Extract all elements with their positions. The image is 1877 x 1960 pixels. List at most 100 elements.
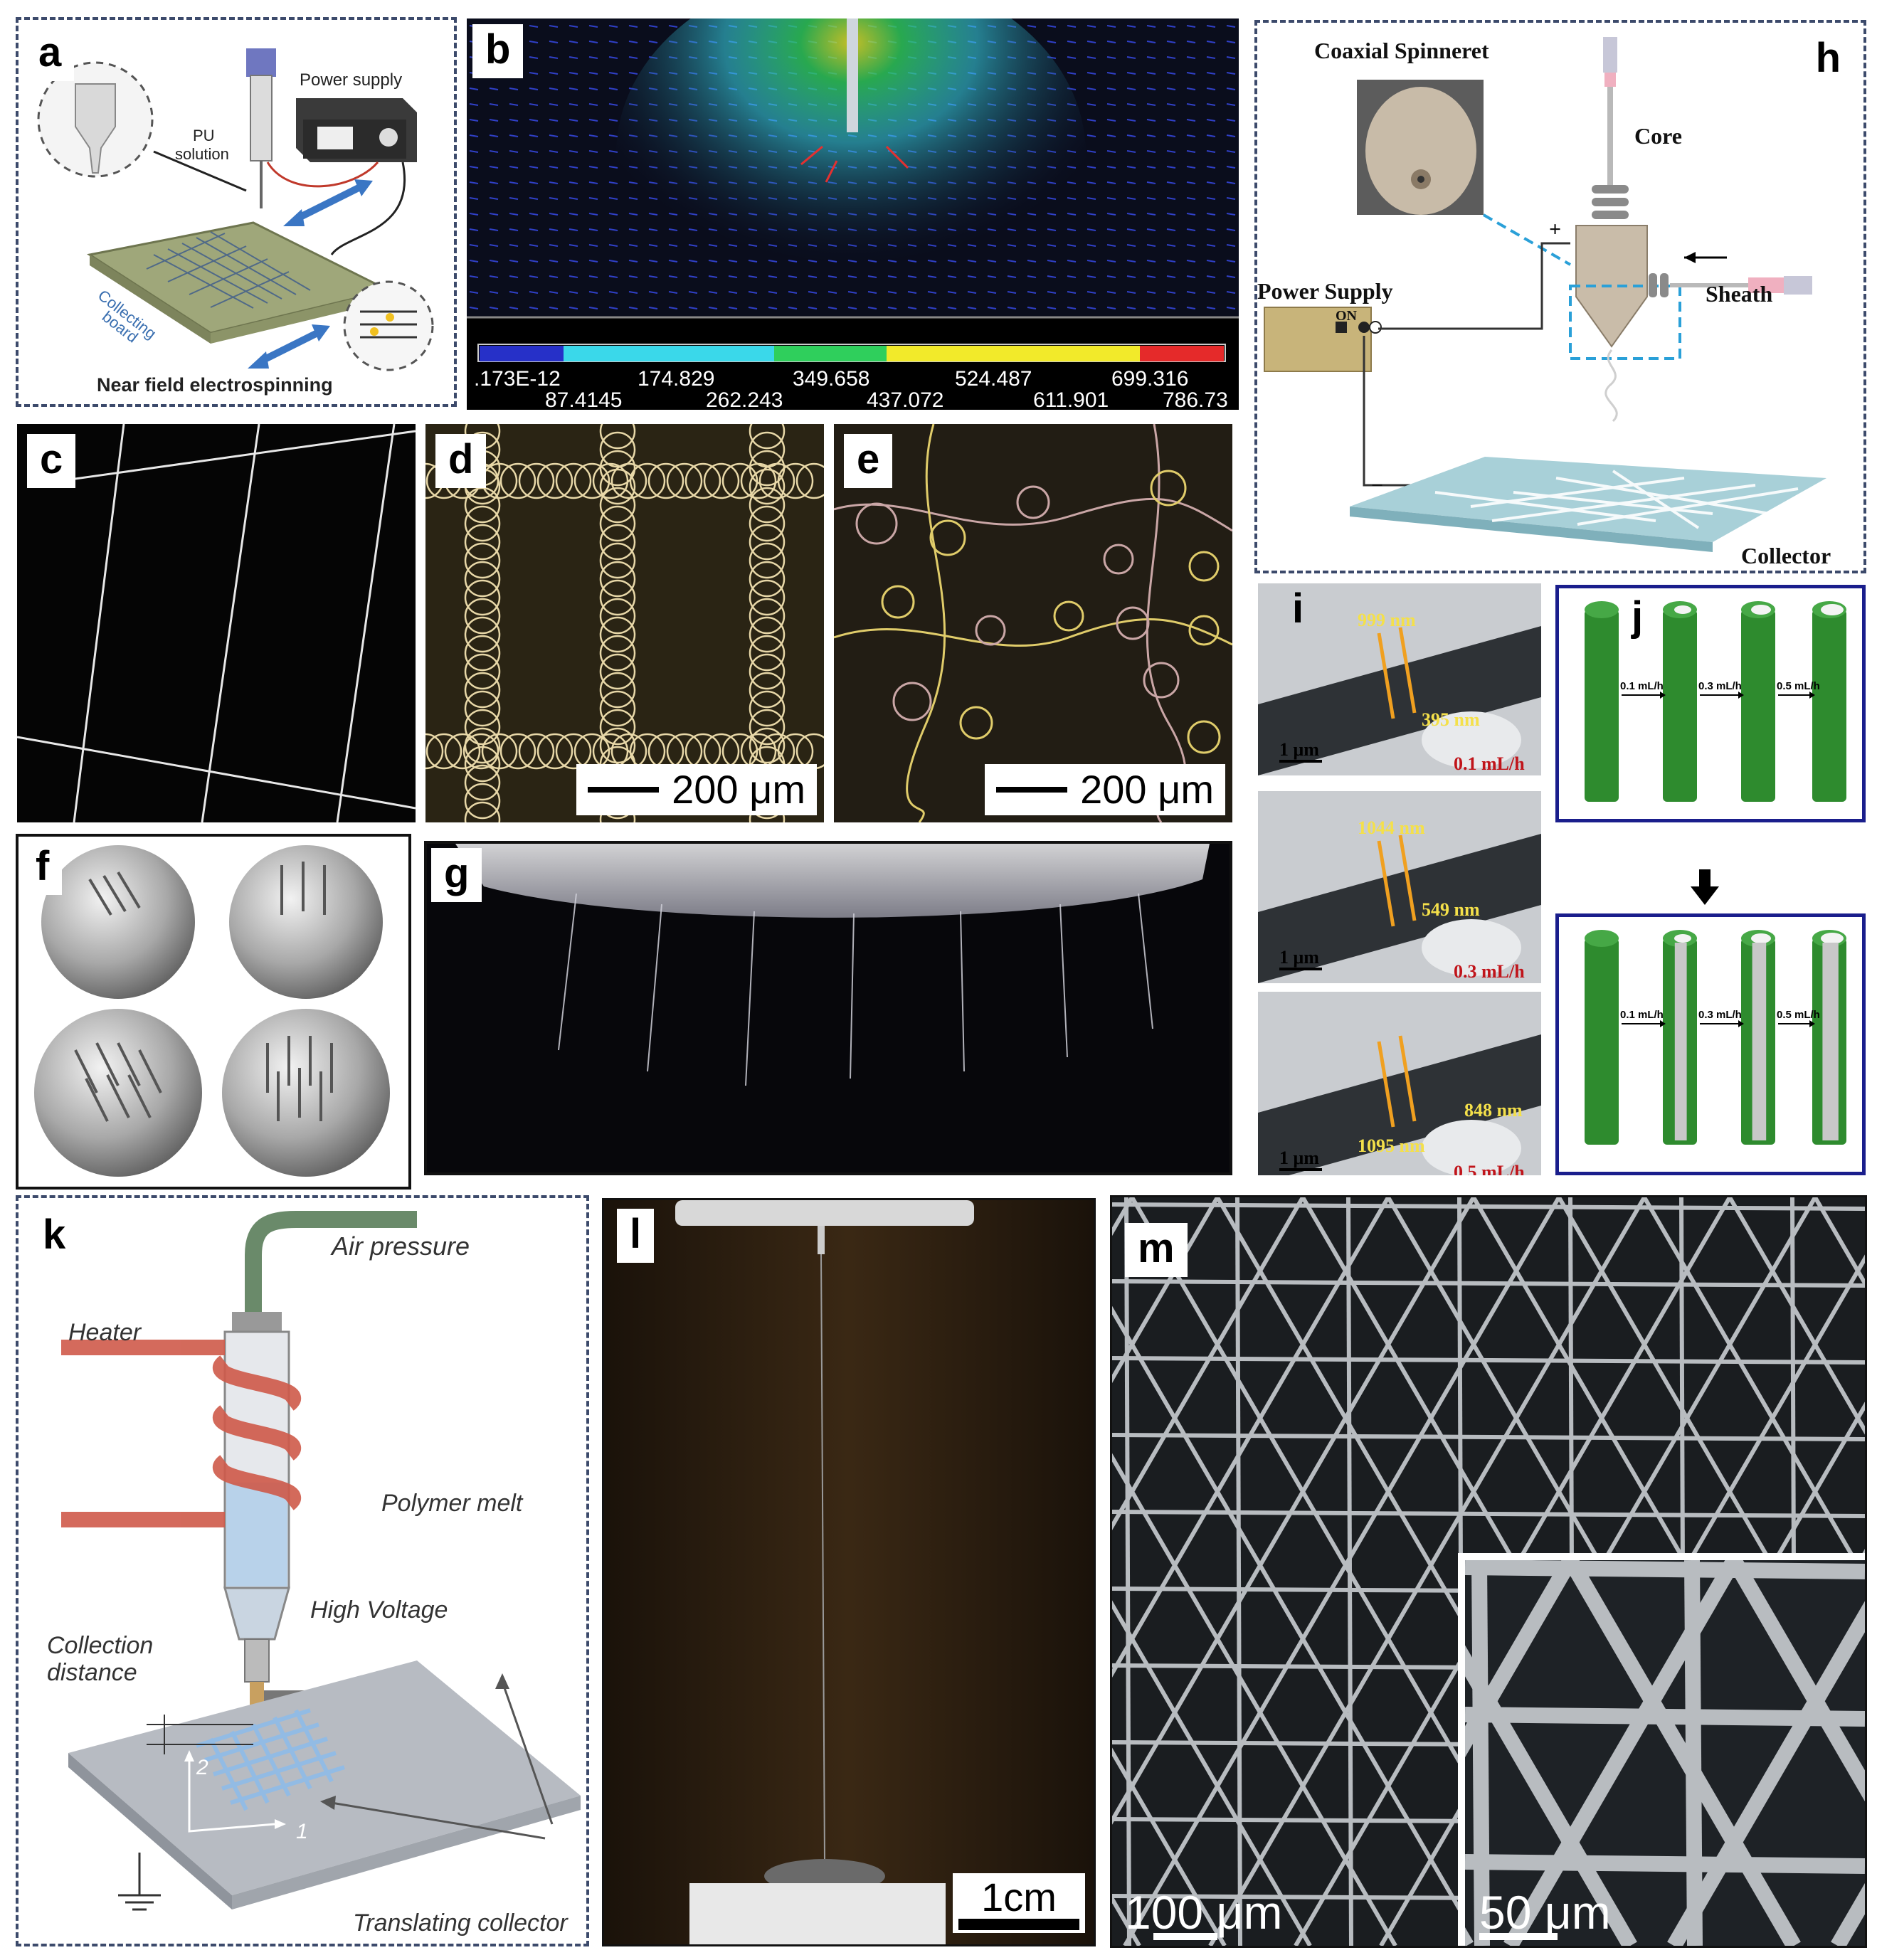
hollow-fiber-models: 0.1 mL/h 0.3 mL/h 0.5 mL/h bbox=[1585, 930, 1846, 1145]
translating-collector-label: Translating collector bbox=[353, 1909, 569, 1937]
inner-diameter-label: 395 nm bbox=[1422, 709, 1480, 730]
scale-line bbox=[996, 787, 1068, 793]
fiber-model bbox=[1812, 601, 1846, 802]
colorbar-tick-top-0: .173E-12 bbox=[474, 367, 561, 391]
on-label: ON bbox=[1336, 308, 1358, 324]
scale-line bbox=[1153, 1933, 1217, 1940]
outer-diameter-label: 1095 nm bbox=[1358, 1135, 1425, 1156]
axis-2-label: 2 bbox=[196, 1756, 208, 1779]
fiber-model bbox=[1663, 930, 1697, 1145]
scale-line bbox=[588, 787, 660, 793]
rate-label: 0.5 mL/h bbox=[1777, 1009, 1820, 1021]
flow-rate-label: 0.1 mL/h bbox=[1454, 753, 1525, 774]
panel-k-letter: k bbox=[30, 1209, 79, 1264]
fiber-model bbox=[1663, 601, 1697, 802]
scale-bar-main: 100 μm bbox=[1125, 1887, 1282, 1940]
rate-label: 0.3 mL/h bbox=[1698, 1009, 1742, 1021]
power-supply-h-label: Power Supply bbox=[1257, 278, 1393, 304]
outer-diameter-label: 999 nm bbox=[1358, 610, 1416, 630]
panel-j-bottom: 0.1 mL/h 0.3 mL/h 0.5 mL/h bbox=[1555, 913, 1866, 1175]
tem-image: 999 nm 395 nm 1 μm 0.1 mL/h bbox=[1258, 583, 1541, 775]
colorbar-tick-bottom-0: 87.4145 bbox=[545, 388, 623, 410]
panel-b-letter: b bbox=[472, 24, 524, 78]
electric-field-simulation bbox=[467, 18, 1239, 410]
coaxial-electrospinning-diagram: Coaxial Spinneret Core Power Supply ON S… bbox=[1257, 37, 1831, 568]
panel-k: k bbox=[16, 1195, 589, 1946]
high-voltage-label: High Voltage bbox=[310, 1596, 448, 1623]
loop-fiber-micrograph bbox=[834, 424, 1232, 822]
fiber-model bbox=[1812, 930, 1846, 1145]
grid-fiber-micrograph bbox=[17, 424, 416, 822]
fiber-model bbox=[1741, 601, 1775, 802]
flow-rate-label: 0.5 mL/h bbox=[1454, 1162, 1525, 1175]
fiber-loops bbox=[855, 470, 1221, 754]
scale-bar-l: 1cm bbox=[953, 1873, 1085, 1933]
fiber-model bbox=[1741, 930, 1775, 1145]
power-supply-label: Power supply bbox=[300, 70, 402, 90]
tem-scale-label: 1 μm bbox=[1279, 1148, 1319, 1168]
sem-inset: 50 μm bbox=[1458, 1553, 1865, 1946]
sheath-label: Sheath bbox=[1706, 281, 1772, 307]
tem-scale-label: 1 μm bbox=[1279, 947, 1319, 968]
fiber-model bbox=[1585, 601, 1619, 802]
tem-image: 1095 nm 848 nm 1 μm 0.5 mL/h bbox=[1258, 992, 1541, 1175]
scale-bar-inset: 50 μm bbox=[1479, 1887, 1611, 1940]
polymer-melt-label: Polymer melt bbox=[381, 1490, 524, 1517]
sem-fiber-mesh-zoom bbox=[1465, 1560, 1865, 1946]
colorbar-tick-top-4: 699.316 bbox=[1111, 367, 1189, 391]
panel-m: m 50 μm 100 μm bbox=[1110, 1195, 1867, 1948]
panel-h-letter: h bbox=[1815, 35, 1841, 81]
flow-rate-label: 0.3 mL/h bbox=[1454, 961, 1525, 982]
core-label: Core bbox=[1634, 123, 1682, 149]
colorbar-tick-bottom-3: 611.901 bbox=[1033, 388, 1109, 410]
rate-label: 0.1 mL/h bbox=[1620, 1009, 1664, 1021]
heater-label: Heater bbox=[68, 1319, 142, 1346]
single-jet-photograph bbox=[604, 1200, 1094, 1944]
colorbar-tick-top-1: 174.829 bbox=[638, 367, 715, 391]
fiber-model bbox=[1585, 930, 1619, 1145]
colorbar-top-labels: .173E-12 174.829 349.658 524.487 699.316 bbox=[474, 367, 1235, 391]
colorbar bbox=[480, 346, 1224, 361]
scale-label-e: 200 μm bbox=[1080, 767, 1214, 812]
multi-jet-photograph bbox=[455, 844, 1210, 1086]
panel-h: Coaxial Spinneret Core Power Supply ON S… bbox=[1254, 20, 1866, 573]
colorbar-tick-bottom-2: 437.072 bbox=[867, 388, 944, 410]
axis-1-label: 1 bbox=[296, 1820, 308, 1843]
near-field-title: Near field electrospinning bbox=[97, 374, 333, 396]
scale-bar-d: 200 μm bbox=[576, 764, 817, 815]
multi-needle-spinnerets bbox=[34, 845, 390, 1177]
inner-diameter-label: 848 nm bbox=[1464, 1100, 1523, 1121]
colorbar-segment bbox=[564, 346, 775, 361]
scale-line bbox=[1479, 1933, 1558, 1940]
air-pressure-label: Air pressure bbox=[330, 1231, 470, 1261]
panel-e-letter: e bbox=[844, 434, 893, 488]
panel-f-letter: f bbox=[23, 841, 63, 895]
panel-l: l 1cm bbox=[602, 1198, 1096, 1946]
panel-d: d 200 μm bbox=[425, 424, 824, 822]
collection-label: Collection bbox=[47, 1632, 153, 1659]
panel-l-letter: l bbox=[617, 1209, 655, 1263]
plus-sign: + bbox=[1549, 218, 1561, 241]
colorbar-tick-top-2: 349.658 bbox=[793, 367, 870, 391]
colorbar-bottom-labels: 87.4145 262.243 437.072 611.901 786.73 bbox=[474, 388, 1239, 410]
rate-label: 0.5 mL/h bbox=[1777, 680, 1820, 692]
tem-scale-label: 1 μm bbox=[1279, 739, 1319, 760]
panel-c: c bbox=[17, 424, 416, 822]
colorbar-segment bbox=[480, 346, 564, 361]
minus-sign: − bbox=[1371, 474, 1383, 497]
panel-g-letter: g bbox=[431, 848, 482, 902]
colorbar-segment bbox=[774, 346, 887, 361]
panel-g: g bbox=[424, 841, 1232, 1175]
distance-label: distance bbox=[47, 1659, 137, 1686]
inner-diameter-label: 549 nm bbox=[1422, 899, 1480, 920]
melt-electrowriting-diagram: Air pressure Heater Polymer melt High Vo… bbox=[47, 1211, 581, 1937]
panel-i-letter: i bbox=[1292, 586, 1304, 632]
panel-f: f bbox=[16, 834, 411, 1190]
panel-b: b .173E-12 174.829 349.658 bbox=[467, 18, 1239, 410]
scale-line bbox=[958, 1919, 1079, 1930]
panel-a-letter: a bbox=[26, 27, 75, 81]
